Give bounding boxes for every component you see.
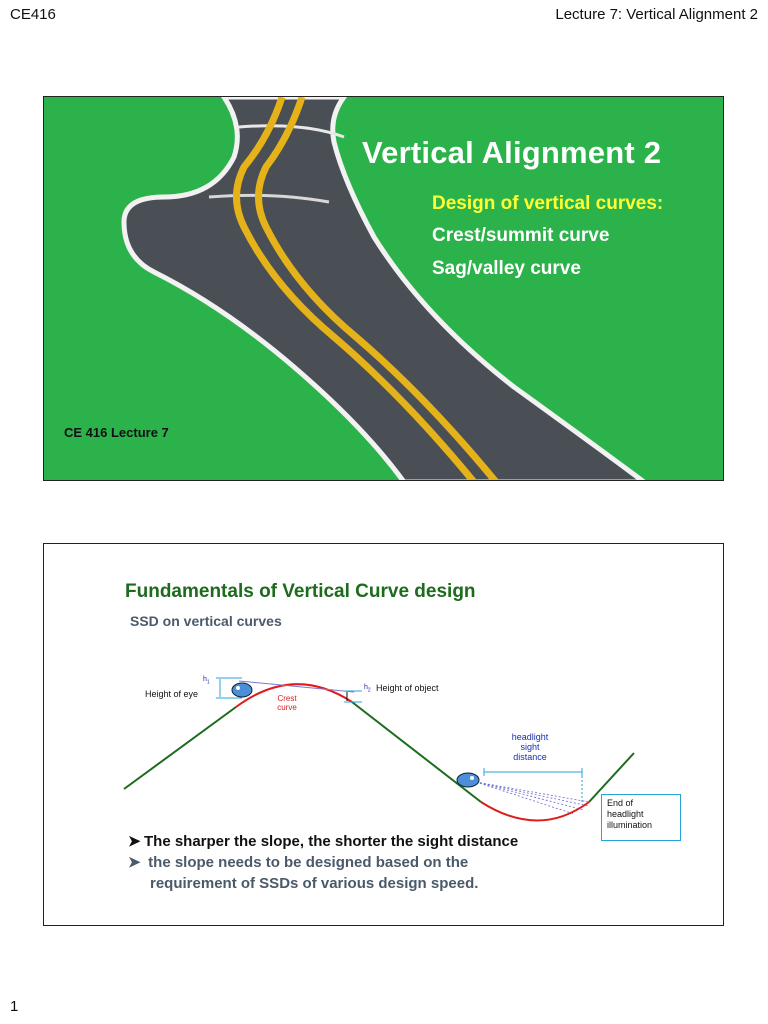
slide1-footer: CE 416 Lecture 7 <box>64 425 169 440</box>
page-number: 1 <box>10 998 19 1015</box>
slide2-title: Fundamentals of Vertical Curve design <box>125 581 476 602</box>
label-end-of-headlight: End of headlight illumination <box>601 794 681 841</box>
vertical-curve-diagram <box>123 677 635 822</box>
grade-line-3 <box>588 752 635 803</box>
label-height-of-eye: Height of eye <box>145 689 199 699</box>
road-illustration <box>121 97 646 480</box>
slide-title: Vertical Alignment 2 Design of vertical … <box>43 96 724 481</box>
header-course: CE416 <box>10 6 56 23</box>
slide1-item-crest: Crest/summit curve <box>432 225 610 246</box>
grade-line-1 <box>123 706 237 790</box>
slide1-item-sag: Sag/valley curve <box>432 258 581 279</box>
bullet-slope-design: ➤ the slope needs to be designed based o… <box>128 854 479 892</box>
bullet-arrow-icon: ➤ <box>128 833 141 850</box>
car-sag-icon <box>456 772 480 788</box>
slide1-title: Vertical Alignment 2 <box>362 135 662 170</box>
slide2-subtitle: SSD on vertical curves <box>130 613 282 629</box>
label-headlight-sight-distance: headlight sight distance <box>511 732 549 762</box>
label-h1: h1 <box>203 676 210 686</box>
slide1-design-heading: Design of vertical curves: <box>432 193 664 214</box>
label-height-of-object: Height of object <box>376 683 439 693</box>
bullet-sharper-slope: ➤The sharper the slope, the shorter the … <box>128 833 519 850</box>
header-lecture-title: Lecture 7: Vertical Alignment 2 <box>555 6 758 23</box>
sag-curve <box>480 801 590 822</box>
crest-curve <box>235 683 353 708</box>
label-h2: h2 <box>364 684 371 694</box>
car-crest-icon <box>231 682 253 698</box>
bullet-arrow-icon: ➤ <box>128 854 141 871</box>
grade-line-2 <box>351 701 482 803</box>
slide-fundamentals: Fundamentals of Vertical Curve design SS… <box>43 543 724 926</box>
label-crest-curve: Crest curve <box>277 694 297 712</box>
